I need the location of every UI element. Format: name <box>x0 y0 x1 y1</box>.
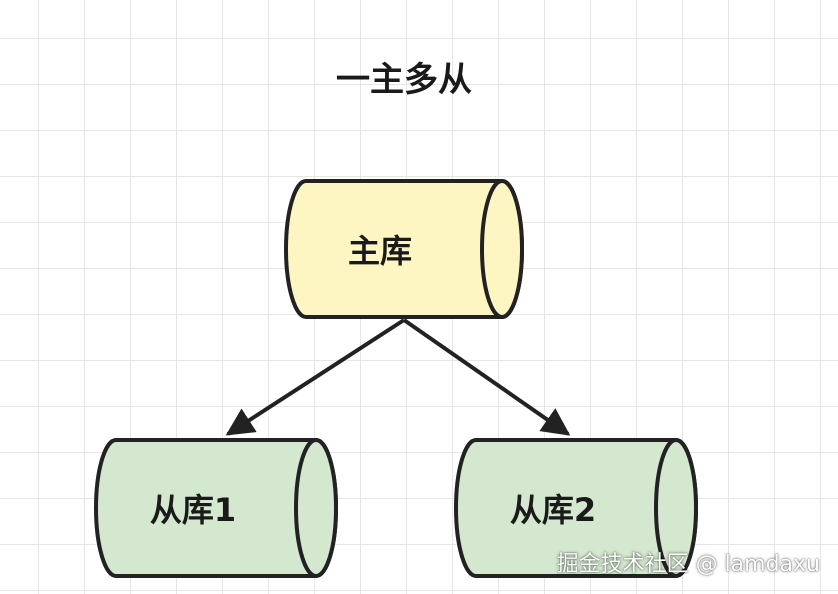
slave1-cylinder-cap <box>294 438 338 578</box>
master-cylinder-cap <box>480 179 524 319</box>
diagram-title: 一主多从 <box>336 60 472 100</box>
node-master: 主库 <box>284 179 524 319</box>
edge-master-to-slave2 <box>402 318 571 436</box>
edge-master-to-slave1 <box>225 318 406 436</box>
slave2-cylinder-cap <box>654 438 698 578</box>
node-slave1: 从库1 <box>94 438 338 578</box>
watermark-text: 掘金技术社区 @ lamdaxu <box>556 552 820 577</box>
slave2-label: 从库2 <box>510 491 596 529</box>
master-label: 主库 <box>348 232 412 270</box>
node-slave2: 从库2 <box>454 438 698 578</box>
slave1-label: 从库1 <box>150 491 236 529</box>
